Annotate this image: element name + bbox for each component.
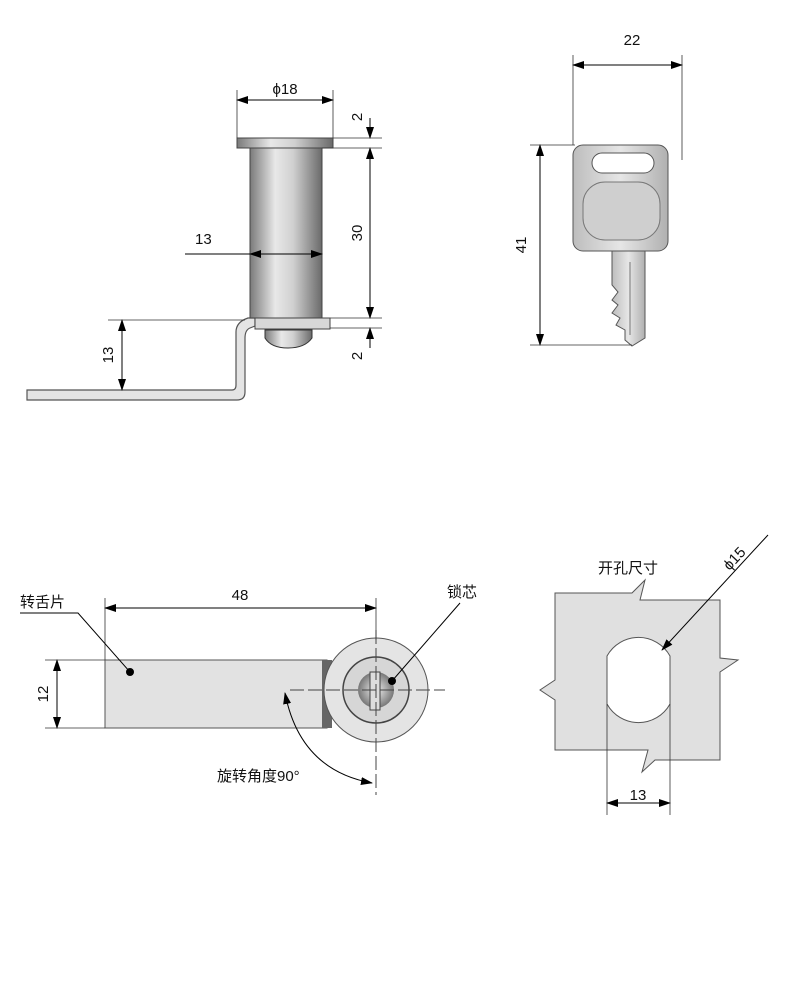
key-ring-hole [591,152,655,174]
cam-tongue-label: 转舌片 [20,594,65,611]
top-view: 48 12 转舌片 锁芯 旋转角度90° [20,584,477,795]
lock-core-label: 锁芯 [447,584,477,601]
screw-head [264,329,313,349]
key-blade [611,249,646,347]
side-view: ϕ18 2 30 2 13 13 [26,81,382,401]
inner-13-label: 13 [195,231,212,248]
flat-13-label: 13 [630,787,647,804]
length-48-label: 48 [232,587,249,604]
dia15-label: ϕ15 [720,544,750,574]
cam-tongue [104,659,328,729]
key-height-label: 41 [513,237,530,254]
key-width-label: 22 [624,32,641,49]
key-view: 22 41 [513,32,683,347]
bracket [26,317,256,401]
cylinder-body [249,147,323,319]
cutout-title: 开孔尺寸 [598,560,658,577]
cutout-view: 13 开孔尺寸 ϕ15 [539,534,769,815]
flange-2-label: 2 [349,113,366,121]
width-12-label: 12 [35,686,52,703]
rotation-angle-label: 旋转角度90° [217,768,300,785]
keyway-slot [369,671,381,711]
washer [254,317,331,330]
dia18-label: ϕ18 [272,81,297,98]
washer-2-label: 2 [349,352,366,360]
flange [236,137,334,149]
cutout-hole [606,636,671,724]
bracket-13-label: 13 [100,347,117,364]
body-30-label: 30 [349,225,366,242]
